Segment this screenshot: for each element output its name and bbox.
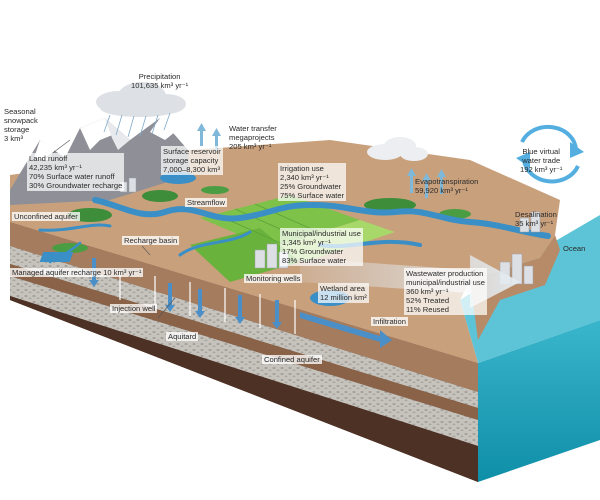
water-transfer-value: 205 km³ yr⁻¹ (229, 142, 272, 151)
water-transfer-line-2: megaprojects (229, 133, 275, 142)
precipitation-title: Precipitation (138, 72, 181, 81)
rain-cloud (96, 82, 186, 117)
wetland-title: Wetland area (320, 284, 366, 293)
municipal-surface: 83% Surface water (282, 256, 347, 265)
wastewater-value: 360 km³ yr⁻¹ (406, 287, 449, 296)
wastewater-line-2: municipal/industrial use (406, 278, 485, 287)
snowpack-line-3: storage (4, 125, 30, 134)
wastewater-reused: 11% Reused (406, 305, 449, 314)
snowpack-value: 3 km³ (4, 134, 23, 143)
managed-recharge-label: Managed aquifer recharge 10 km³ yr⁻¹ (10, 268, 144, 277)
ocean-label: Ocean (563, 244, 586, 253)
reservoir-line-1: Surface reservoir (163, 147, 221, 156)
irrigation-groundwater: 25% Groundwater (280, 182, 342, 191)
recharge-basin-label: Recharge basin (122, 236, 180, 245)
recharge-basin-pool (39, 252, 74, 262)
evapotranspiration-arrows (197, 123, 446, 198)
precipitation-label: Precipitation 101,635 km³ yr⁻¹ (131, 72, 188, 90)
virtual-trade-line-1: Blue virtual (522, 147, 560, 156)
municipal-title: Municipal/industrial use (282, 229, 361, 238)
snowpack-line-1: Seasonal (4, 107, 36, 116)
reservoir-line-2: storage capacity (163, 156, 219, 165)
desalination-label: Desalination 35 km³ yr⁻¹ (515, 210, 557, 228)
desalination-title: Desalination (515, 210, 557, 219)
virtual-trade-line-2: water trade (522, 156, 561, 165)
wastewater-title: Wastewater production (406, 269, 484, 278)
irrigation-title: Irrigation use (280, 164, 324, 173)
irrigation-surface: 75% Surface water (280, 191, 345, 200)
wastewater-treated: 52% Treated (406, 296, 450, 305)
evaporation-cloud (367, 137, 428, 161)
municipal-label: Municipal/industrial use 1,345 km³ yr⁻¹ … (280, 228, 363, 266)
wetland-label: Wetland area 12 million km² (318, 283, 369, 303)
desalination-value: 35 km³ yr⁻¹ (515, 219, 554, 228)
infiltration-arrow (300, 312, 392, 348)
evapotranspiration-value: 59,920 km³ yr⁻¹ (415, 186, 468, 195)
cycle-arrowhead-left (516, 152, 530, 168)
land-runoff-title: Land runoff (29, 154, 68, 163)
unconfined-aquifer-label: Unconfined aquifer (12, 212, 80, 221)
virtual-trade-cycle-icon (520, 124, 580, 184)
monitoring-wells-label: Monitoring wells (244, 274, 303, 283)
ground-cross-section (10, 222, 478, 482)
rain-streaks (103, 112, 171, 138)
managed-recharge-value: recharge 10 km³ yr⁻¹ (71, 268, 142, 277)
land-runoff-value: 42,235 km³ yr⁻¹ (29, 163, 82, 172)
evapotranspiration-label: Evapotranspiration 59,920 km³ yr⁻¹ (415, 177, 478, 195)
infiltration-label: Infiltration (371, 317, 408, 326)
confined-aquifer-label: Confined aquifer (262, 355, 322, 364)
precipitation-value: 101,635 km³ yr⁻¹ (131, 81, 189, 90)
managed-recharge-line-1: Managed aquifer (12, 268, 69, 277)
injection-well-label: Injection well (110, 304, 158, 313)
irrigation-value: 2,340 km³ yr⁻¹ (280, 173, 329, 182)
municipal-groundwater: 17% Groundwater (282, 247, 344, 256)
municipal-value: 1,345 km³ yr⁻¹ (282, 238, 331, 247)
water-transfer-label: Water transfer megaprojects 205 km³ yr⁻¹ (229, 124, 277, 151)
evapotranspiration-title: Evapotranspiration (415, 177, 479, 186)
snowpack-line-2: snowpack (4, 116, 38, 125)
streamflow-label: Streamflow (185, 198, 227, 207)
cycle-arrowhead-right (570, 142, 584, 158)
virtual-trade-label: Blue virtual water trade 192 km³ yr⁻¹ (520, 147, 562, 174)
water-transfer-line-1: Water transfer (229, 124, 277, 133)
reservoir-lake (160, 172, 196, 184)
irrigation-label: Irrigation use 2,340 km³ yr⁻¹ 25% Ground… (278, 163, 347, 201)
virtual-trade-value: 192 km³ yr⁻¹ (520, 165, 563, 174)
wetland-value: 12 million km² (320, 293, 367, 302)
land-runoff-label: Land runoff 42,235 km³ yr⁻¹ 70% Surface … (27, 153, 125, 191)
snowpack-label: Seasonal snowpack storage 3 km³ (4, 107, 38, 143)
land-runoff-groundwater: 30% Groundwater recharge (29, 181, 123, 190)
aquitard-label: Aquitard (166, 332, 199, 341)
reservoir-value: 7,000–8,300 km³ (163, 165, 220, 174)
wastewater-label: Wastewater production municipal/industri… (404, 268, 487, 315)
land-runoff-surface: 70% Surface water runoff (29, 172, 115, 181)
reservoir-label: Surface reservoir storage capacity 7,000… (161, 146, 223, 175)
